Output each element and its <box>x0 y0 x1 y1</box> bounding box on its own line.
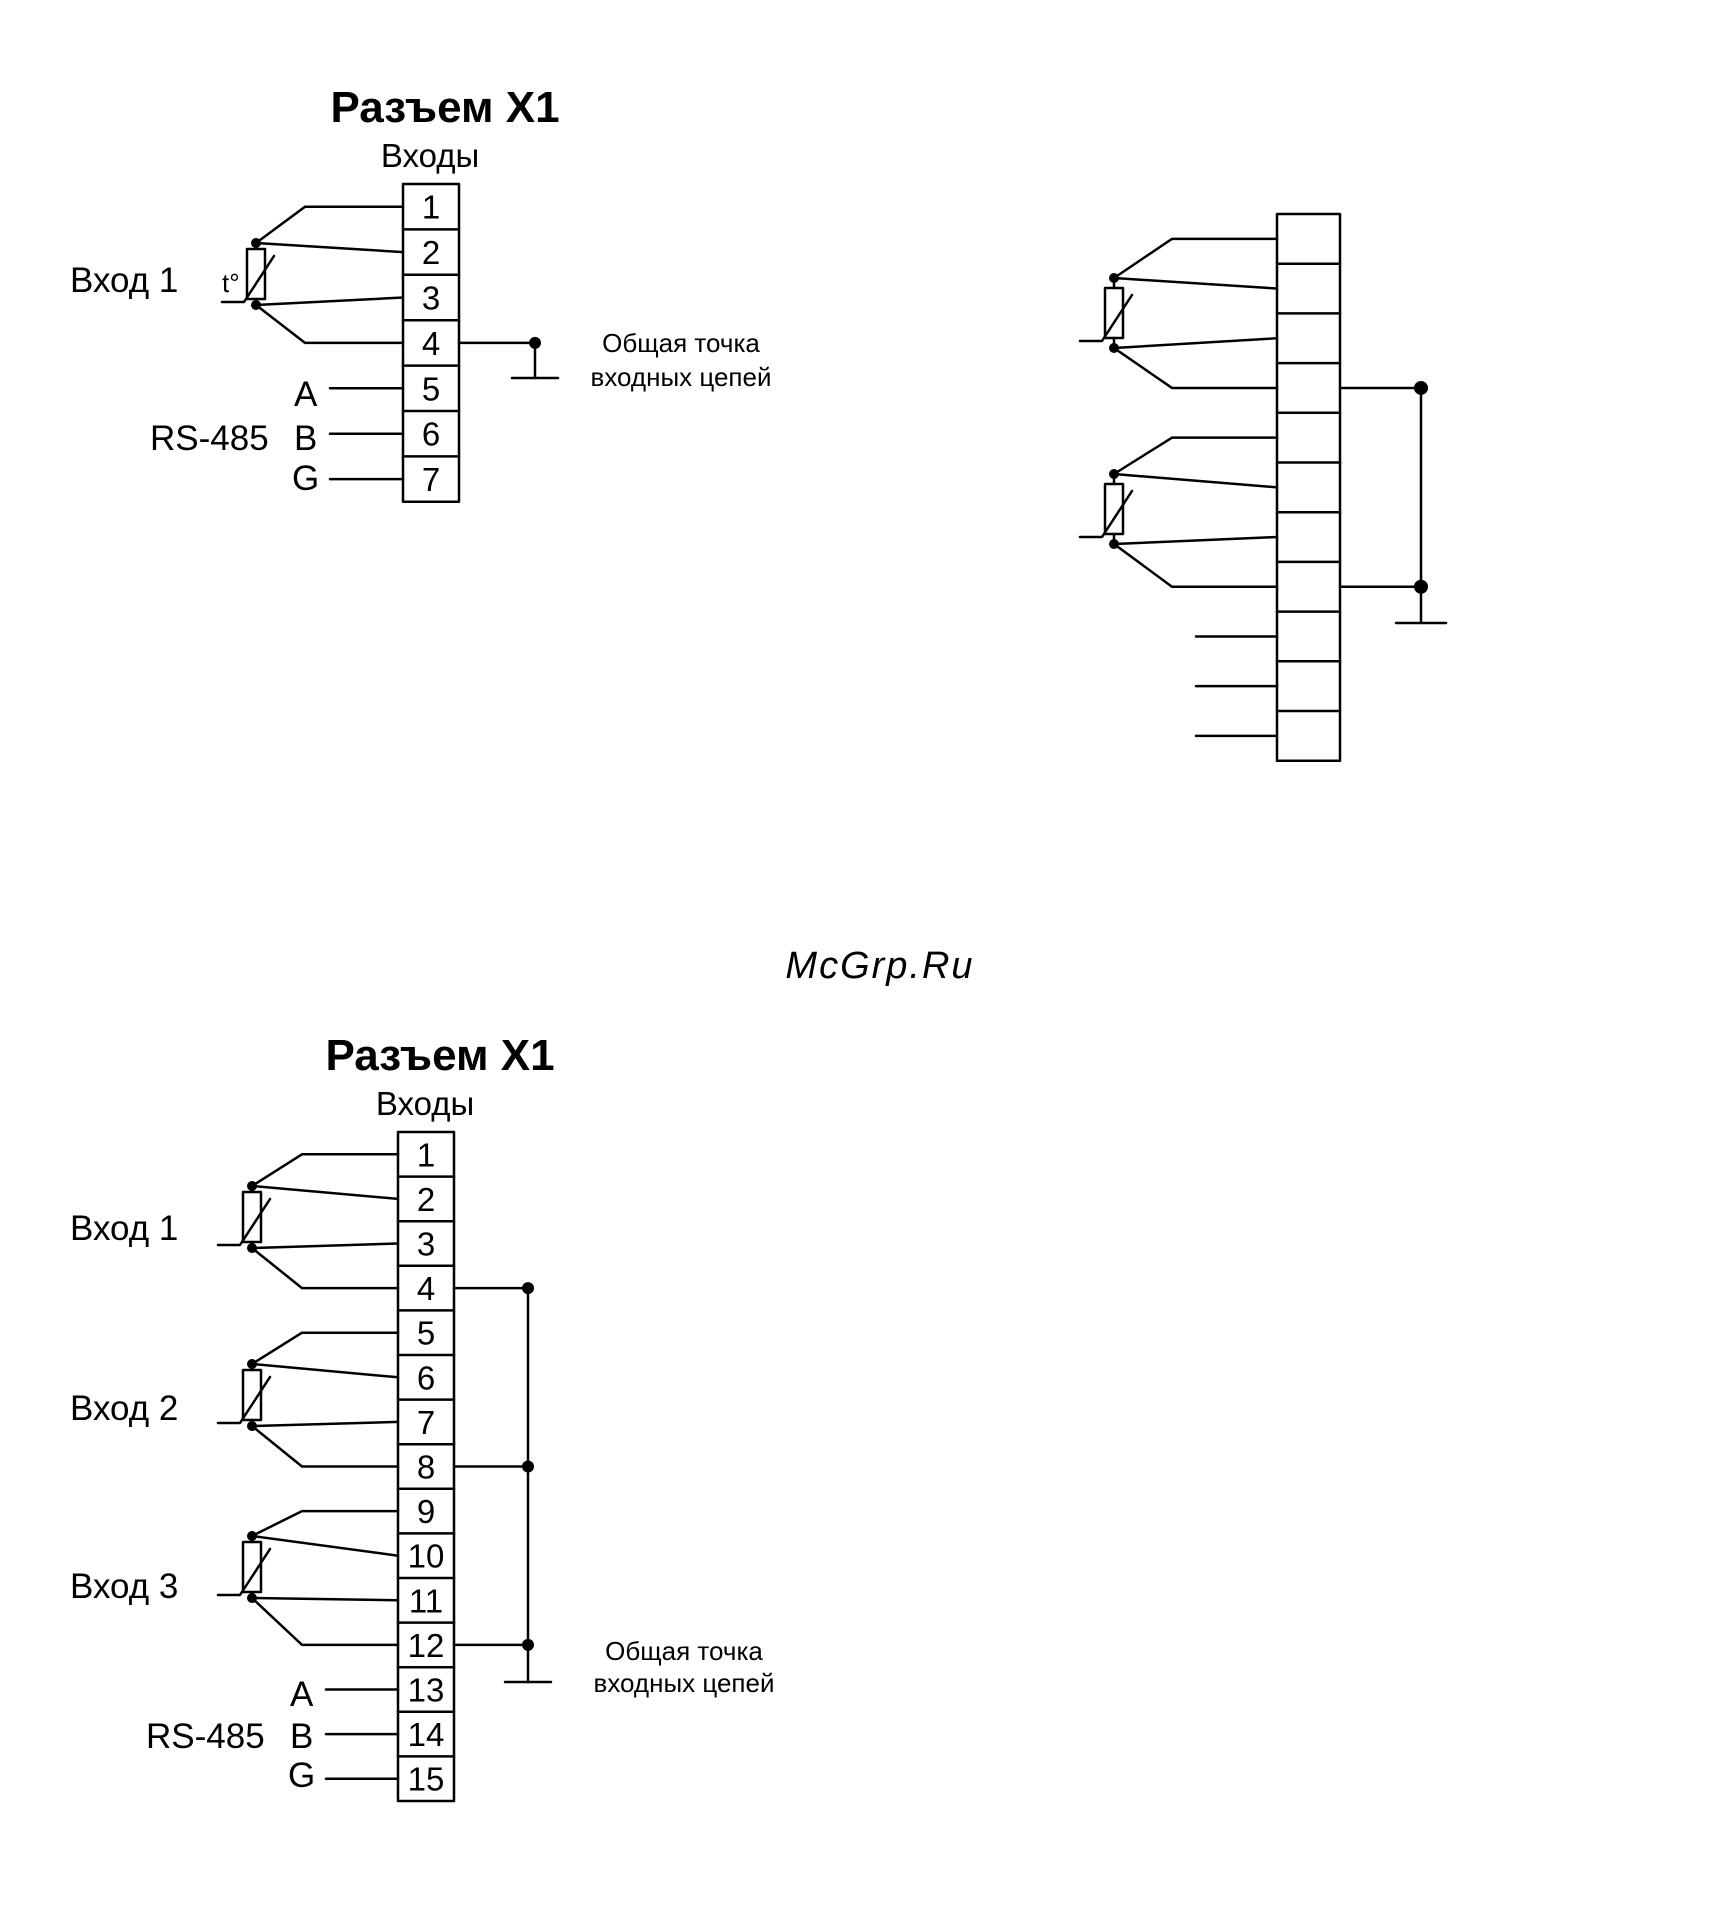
diagram-2-wire-a <box>1114 438 1277 474</box>
diagram-3-rs485-a: A <box>290 1675 314 1714</box>
diagram-3-pin-7: 7 <box>417 1404 435 1441</box>
diagram-1-title: Разъем X1 <box>330 83 559 132</box>
diagram-1-pin-6: 6 <box>422 416 440 453</box>
diagram-1-pin-labels: 1 2 3 4 5 6 7 <box>422 189 440 498</box>
diagram-1: Разъем X1 Входы Вход 1 t° RS-485 A B G О… <box>70 83 771 498</box>
diagram-1-pin-7: 7 <box>422 461 440 498</box>
diagram-3-common-note-line-2: входных цепей <box>594 1668 775 1698</box>
diagram-3-input-3-wire-a <box>252 1511 398 1536</box>
diagram-3-pin-8: 8 <box>417 1449 435 1486</box>
diagram-3-pin-4: 4 <box>417 1270 435 1307</box>
diagram-3-pin-2: 2 <box>417 1181 435 1218</box>
diagram-3-pin-3: 3 <box>417 1226 435 1263</box>
diagram-3-rs485-g: G <box>288 1756 315 1795</box>
diagram-3-input-2-wire-c <box>252 1422 398 1426</box>
diagram-1-pin-1: 1 <box>422 189 440 226</box>
diagram-1-wire-pin-2 <box>256 243 403 252</box>
diagram-2-terminal-block <box>1277 214 1340 761</box>
diagram-3-pin-13: 13 <box>408 1672 445 1709</box>
diagram-3-pin-11: 11 <box>409 1582 443 1619</box>
diagram-3-pin-10: 10 <box>408 1538 445 1575</box>
diagram-3-input-1-wire-a <box>252 1154 398 1186</box>
diagram-1-rs485-b: B <box>294 419 317 458</box>
diagram-3-subtitle: Входы <box>376 1085 474 1122</box>
diagram-1-pin-2: 2 <box>422 234 440 271</box>
diagram-2-wire-d <box>1114 348 1277 388</box>
diagram-3-pin-9: 9 <box>417 1493 435 1530</box>
diagram-1-input-1-label: Вход 1 <box>70 261 178 300</box>
diagram-3-input-2-label: Вход 2 <box>70 1389 178 1428</box>
diagram-3-input-1-wire-d <box>252 1248 398 1288</box>
diagram-3-input-1-label: Вход 1 <box>70 1209 178 1248</box>
diagram-1-wire-pin-4 <box>256 305 403 343</box>
diagram-3-input-2-wire-b <box>252 1364 398 1377</box>
watermark: McGrp.Ru <box>785 945 974 987</box>
diagram-1-pin-4: 4 <box>422 325 440 362</box>
diagram-1-pin-3: 3 <box>422 280 440 317</box>
diagram-3-pin-5: 5 <box>417 1315 435 1352</box>
diagram-3-rs485-b: B <box>290 1717 313 1756</box>
diagram-3-title: Разъем X1 <box>325 1031 554 1080</box>
diagram-1-rs485-a: A <box>294 375 318 414</box>
diagram-1-subtitle: Входы <box>381 137 479 174</box>
diagram-3-common-note-line-1: Общая точка <box>605 1636 763 1666</box>
diagram-2-wire-c <box>1114 537 1277 544</box>
diagram-1-common-note-line-2: входных цепей <box>591 362 772 392</box>
diagram-3-pin-15: 15 <box>408 1761 445 1798</box>
diagram-2-wire-b <box>1114 474 1277 487</box>
diagram-3-input-2-wire-d <box>252 1426 398 1467</box>
diagram-1-rs485-label: RS-485 <box>150 419 269 458</box>
diagram-3-input-2-wire-a <box>252 1333 398 1364</box>
diagram-3-input-3-wire-d <box>252 1598 398 1645</box>
diagram-3-rs485-label: RS-485 <box>146 1717 265 1756</box>
diagram-3-input-3-wire-b <box>252 1536 398 1556</box>
diagram-1-rs485-g: G <box>292 459 319 498</box>
diagram-3: Разъем X1 Входы Вход 1 Вход 2 Вход 3 RS-… <box>70 1031 774 1798</box>
diagram-3-input-1-wire-b <box>252 1186 398 1199</box>
diagram-1-wire-pin-3 <box>256 298 403 306</box>
diagram-2-wire-c <box>1114 338 1277 348</box>
diagram-3-pin-14: 14 <box>408 1716 445 1753</box>
diagram-1-wire-pin-1 <box>256 207 403 243</box>
diagram-1-common-note-line-1: Общая точка <box>602 328 760 358</box>
diagram-3-input-1-wire-c <box>252 1244 398 1249</box>
diagram-3-input-3-label: Вход 3 <box>70 1567 178 1606</box>
diagram-2-wire-d <box>1114 544 1277 587</box>
diagram-2-wire-a <box>1114 239 1277 278</box>
temperature-mark: t° <box>222 268 240 298</box>
diagram-2-wire-b <box>1114 278 1277 289</box>
diagram-3-pin-12: 12 <box>408 1627 445 1664</box>
diagram-3-pin-1: 1 <box>417 1136 435 1173</box>
diagram-3-pin-6: 6 <box>417 1359 435 1396</box>
diagram-1-pin-5: 5 <box>422 370 440 407</box>
diagram-3-input-3-wire-c <box>252 1598 398 1600</box>
